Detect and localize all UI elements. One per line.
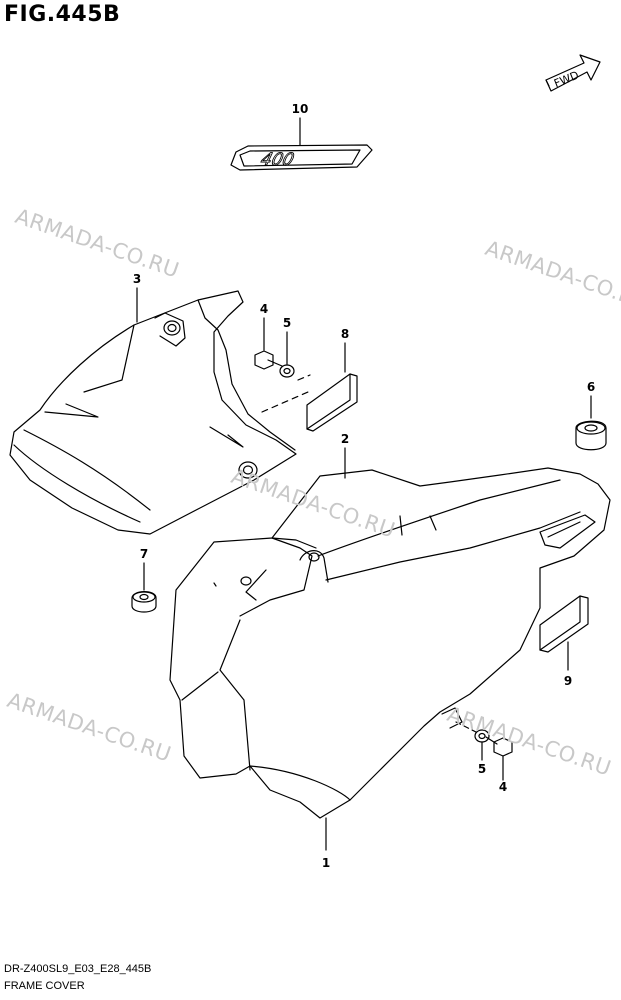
- pad-upper-part: [306, 373, 358, 432]
- callout-10: 10: [291, 102, 309, 116]
- bolt-upper-part: [254, 350, 283, 370]
- frame-cover-right-part: [169, 467, 611, 819]
- callout-9: 9: [563, 674, 573, 688]
- callout-5-lower: 5: [477, 762, 487, 776]
- pad-lower-part: [539, 595, 589, 653]
- emblem-400-part: 400: [230, 144, 373, 171]
- fwd-label: FWD: [552, 69, 581, 91]
- callout-4-upper: 4: [259, 302, 269, 316]
- grommet-7-part: [131, 591, 157, 613]
- figure-title: FIG.445B: [4, 2, 121, 27]
- figure-name: FRAME COVER: [4, 980, 85, 992]
- grommet-6-part: [575, 420, 607, 451]
- callout-1: 1: [321, 856, 331, 870]
- callout-7: 7: [139, 547, 149, 561]
- emblem-text: 400: [258, 150, 296, 170]
- callout-4-lower: 4: [498, 780, 508, 794]
- frame-cover-left-part: [9, 290, 297, 535]
- callout-6: 6: [586, 380, 596, 394]
- callout-3: 3: [132, 272, 142, 286]
- figure-code: DR-Z400SL9_E03_E28_445B: [4, 963, 152, 975]
- bolt-lower-part: [485, 736, 513, 757]
- callout-5-upper: 5: [282, 316, 292, 330]
- callout-8: 8: [340, 327, 350, 341]
- fwd-arrow-icon: FWD: [545, 54, 601, 92]
- callout-2: 2: [340, 432, 350, 446]
- washer-upper-part: [279, 364, 295, 378]
